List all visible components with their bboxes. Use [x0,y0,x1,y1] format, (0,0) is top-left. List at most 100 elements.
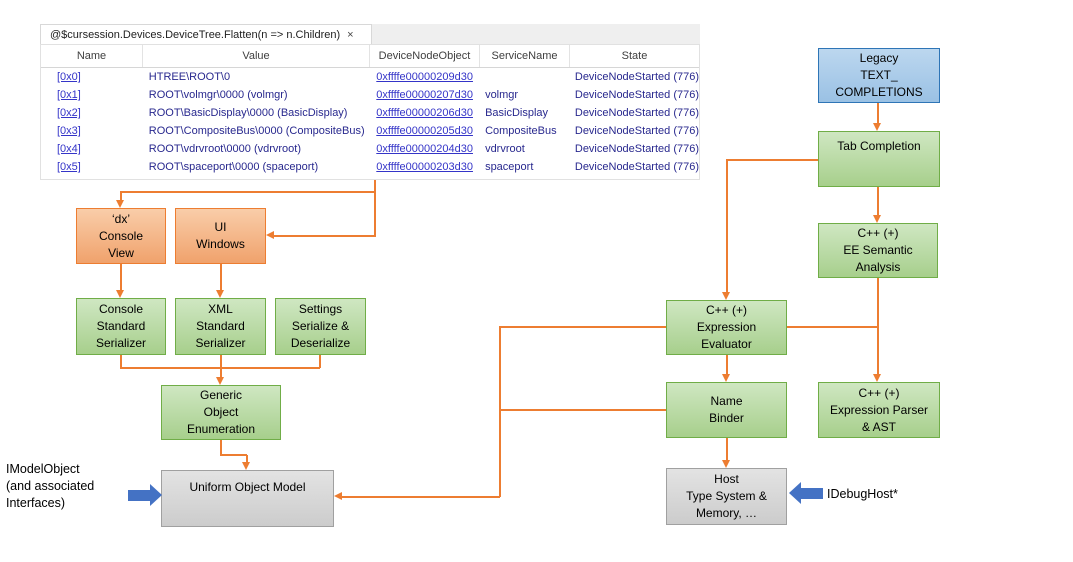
row-value: ROOT\volmgr\0000 (volmgr) [148,89,288,101]
device-node-object-link[interactable]: 0xffffe00000204d30 [376,143,473,155]
box-label-line: Object [203,405,239,419]
box-label-line: XML [208,302,233,316]
connector-segment [220,264,222,291]
row-value: HTREE\ROOT\0 [148,71,231,83]
box-expression-evaluator: C++ (+) Expression Evaluator [666,300,787,355]
connector-segment [500,326,666,328]
box-tab-completion: Tab Completion [818,131,940,187]
arrowhead-down-icon [722,292,730,300]
idebughost-arrow-icon [801,488,823,499]
connector-segment [220,440,222,455]
table-row: [0x4] ROOT\vdrvroot\0000 (vdrvroot) 0xff… [41,140,699,158]
table-row: [0x2] ROOT\BasicDisplay\0000 (BasicDispl… [41,104,699,122]
column-header-state: State [621,50,648,62]
box-label-line: Analysis [855,260,901,274]
box-label-line: Host [714,472,739,486]
row-value: ROOT\vdrvroot\0000 (vdrvroot) [148,143,302,155]
connector-segment [246,455,248,463]
table-row: [0x1] ROOT\volmgr\0000 (volmgr) 0xffffe0… [41,86,699,104]
arrowhead-down-icon [216,290,224,298]
column-header-servicename: ServiceName [480,45,570,67]
box-label-line: Serializer [95,336,146,350]
connector-segment [120,191,375,193]
box-label-line: EE Semantic [843,243,913,257]
connector-segment [500,409,666,411]
arrowhead-down-icon [216,377,224,385]
row-value: ROOT\CompositeBus\0000 (CompositeBus) [148,125,365,137]
device-node-object-link[interactable]: 0xffffe00000209d30 [376,71,473,83]
box-label-line: Console [98,302,144,316]
row-service: BasicDisplay [485,107,549,119]
idebughost-arrowhead-icon [789,482,801,504]
connector-segment [220,368,222,378]
row-service: CompositeBus [485,125,557,137]
box-label-line: Settings [298,302,343,316]
connector-segment [341,496,500,498]
box-label-line: Legacy [859,51,899,65]
row-index-link[interactable]: [0x2] [57,107,81,119]
box-label-line: Type System & [686,489,767,503]
row-state: DeviceNodeStarted (776) [574,89,699,101]
box-dx-console-view: ‘dx’ Console View [76,208,166,264]
label-line: IModelObject [6,462,80,476]
arrowhead-down-icon [116,290,124,298]
box-label-line: Name [710,394,743,408]
row-service: volmgr [485,89,519,101]
box-label-line: ‘dx’ [111,211,130,226]
connector-segment [499,326,501,497]
label-line: (and associated [6,479,95,493]
connector-segment [726,159,728,293]
box-host-type-system: Host Type System & Memory, … [666,468,787,525]
table-header-row: Name Value DeviceNodeObject ServiceName … [41,45,699,68]
row-index-link[interactable]: [0x3] [57,125,81,137]
connector-segment [120,192,122,201]
box-label-line: Expression [696,320,757,334]
row-index-link[interactable]: [0x0] [57,71,81,83]
box-label-line: View [108,245,134,260]
box-label-line: C++ (+) [858,385,900,400]
row-value: ROOT\spaceport\0000 (spaceport) [148,161,319,173]
device-node-object-link[interactable]: 0xffffe00000205d30 [376,125,473,137]
row-index-link[interactable]: [0x5] [57,161,81,173]
box-label-line: Serialize & [291,319,350,333]
device-node-object-link[interactable]: 0xffffe00000206d30 [376,107,473,119]
tab-dx-query[interactable]: @$cursession.Devices.DeviceTree.Flatten(… [40,24,372,44]
device-tree-table: Name Value DeviceNodeObject ServiceName … [40,44,700,180]
box-label-line: Tab Completion [837,139,921,153]
row-index-link[interactable]: [0x1] [57,89,81,101]
box-label-line: COMPLETIONS [835,85,923,99]
device-node-object-link[interactable]: 0xffffe00000203d30 [376,161,473,173]
arrowhead-down-icon [242,462,250,470]
arrowhead-left-icon [334,492,342,500]
box-label-line: C++ (+) [705,303,747,317]
box-label-line: Serializer [195,336,246,350]
box-legacy-text-completions: Legacy TEXT_ COMPLETIONS [818,48,940,103]
box-xml-standard-serializer: XML Standard Serializer [175,298,266,355]
connector-segment [726,438,728,461]
box-console-standard-serializer: Console Standard Serializer [76,298,166,355]
box-label-line: Generic [199,388,243,402]
connector-segment [220,355,222,368]
label-line: Interfaces) [6,496,66,510]
row-index-link[interactable]: [0x4] [57,143,81,155]
row-state: DeviceNodeStarted (776) [574,125,699,137]
row-state: DeviceNodeStarted (776) [574,143,699,155]
close-icon[interactable]: × [347,28,354,41]
connector-segment [787,326,878,328]
arrowhead-down-icon [116,200,124,208]
device-node-object-link[interactable]: 0xffffe00000207d30 [376,89,473,101]
connector-segment [220,454,247,456]
row-state: DeviceNodeStarted (776) [574,71,699,83]
box-uniform-object-model: Uniform Object Model [161,470,334,527]
imodelobject-arrow-icon [128,490,150,501]
box-label-line: Console [98,228,144,243]
connector-segment [726,355,728,375]
row-value: ROOT\BasicDisplay\0000 (BasicDisplay) [148,107,348,119]
box-ui-windows: UI Windows [175,208,266,264]
box-label-line: Enumeration [186,422,256,436]
row-service: spaceport [485,161,534,173]
box-name-binder: Name Binder [666,382,787,438]
connector-segment [877,187,879,216]
column-header-value: Value [143,45,370,67]
